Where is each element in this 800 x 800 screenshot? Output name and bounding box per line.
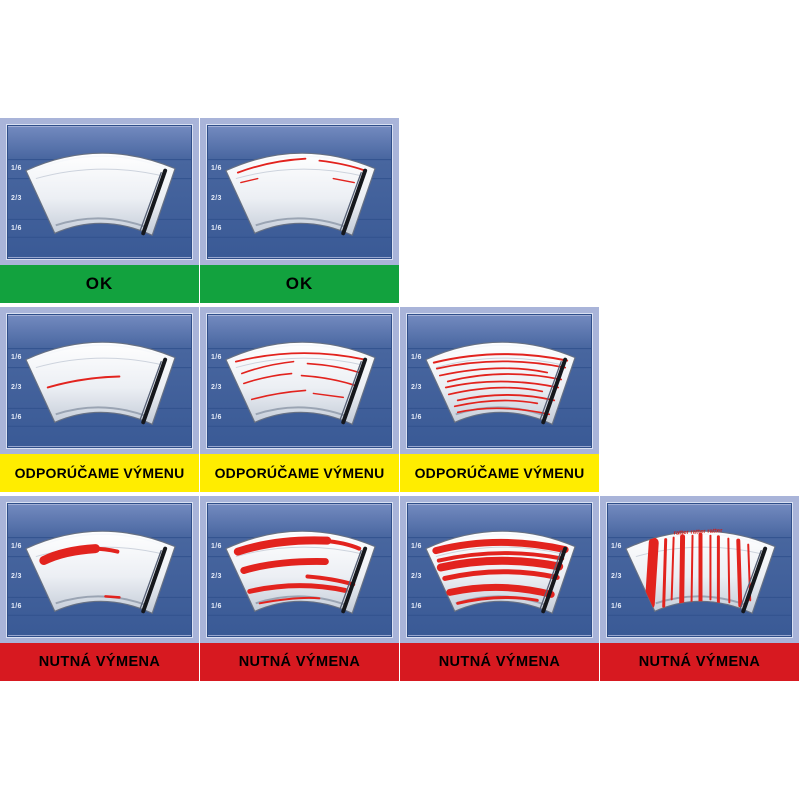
zone-label-middle: 2/3 bbox=[11, 384, 22, 391]
panel-frame: 1/6 2/3 1/6 bbox=[200, 496, 399, 643]
zone-label-bottom: 1/6 bbox=[11, 414, 22, 421]
zone-label-middle: 2/3 bbox=[211, 195, 222, 202]
wear-marks bbox=[46, 375, 121, 389]
status-label-replace: NUTNÁ VÝMENA bbox=[200, 643, 399, 681]
zone-label-middle: 2/3 bbox=[611, 573, 622, 580]
status-label-replace: NUTNÁ VÝMENA bbox=[0, 643, 199, 681]
panel-frame: 1/6 2/3 1/6 bbox=[0, 496, 199, 643]
wiper-wear-chart: 1/6 2/3 1/6 OK bbox=[0, 118, 800, 681]
zone-label-middle: 2/3 bbox=[211, 384, 222, 391]
panel-frame: 1/6 2/3 1/6 bbox=[400, 496, 599, 643]
zone-label-bottom: 1/6 bbox=[611, 603, 622, 610]
windshield-panel: ratter ratter ratter 1/6 2/3 1/6 bbox=[607, 503, 792, 637]
wear-marks bbox=[432, 538, 569, 605]
zone-label-top: 1/6 bbox=[211, 165, 222, 172]
windshield-graphic bbox=[8, 504, 191, 636]
status-label-recommend: ODPORÚČAME VÝMENU bbox=[400, 454, 599, 492]
wear-stage-cell: ratter ratter ratter 1/6 2/3 1/6 NUTNÁ V… bbox=[600, 496, 800, 681]
windshield-panel: 1/6 2/3 1/6 bbox=[7, 125, 192, 259]
row-recommend-replacement: 1/6 2/3 1/6 ODPORÚČAME VÝMENU bbox=[0, 307, 800, 492]
wear-marks bbox=[432, 353, 569, 416]
wear-marks bbox=[39, 544, 121, 599]
status-label-recommend: ODPORÚČAME VÝMENU bbox=[0, 454, 199, 492]
zone-label-bottom: 1/6 bbox=[11, 603, 22, 610]
panel-frame: 1/6 2/3 1/6 bbox=[200, 307, 399, 454]
windshield-panel: 1/6 2/3 1/6 bbox=[7, 503, 192, 637]
windshield-graphic bbox=[408, 504, 591, 636]
zone-label-bottom: 1/6 bbox=[411, 603, 422, 610]
zone-label-top: 1/6 bbox=[11, 543, 22, 550]
wear-marks bbox=[644, 532, 752, 612]
zone-label-bottom: 1/6 bbox=[211, 603, 222, 610]
status-label-recommend: ODPORÚČAME VÝMENU bbox=[200, 454, 399, 492]
panel-frame: 1/6 2/3 1/6 bbox=[200, 118, 399, 265]
zone-label-middle: 2/3 bbox=[411, 573, 422, 580]
wear-marks bbox=[236, 157, 367, 184]
windshield-panel: 1/6 2/3 1/6 bbox=[207, 125, 392, 259]
zone-label-top: 1/6 bbox=[11, 165, 22, 172]
zone-label-top: 1/6 bbox=[611, 543, 622, 550]
row-replacement-required: 1/6 2/3 1/6 NUTNÁ VÝMENA bbox=[0, 496, 800, 681]
zone-label-bottom: 1/6 bbox=[411, 414, 422, 421]
status-label-replace: NUTNÁ VÝMENA bbox=[400, 643, 599, 681]
windshield-panel: 1/6 2/3 1/6 bbox=[407, 314, 592, 448]
wear-stage-cell: 1/6 2/3 1/6 NUTNÁ VÝMENA bbox=[200, 496, 400, 681]
windshield-graphic bbox=[8, 315, 191, 447]
panel-frame: ratter ratter ratter 1/6 2/3 1/6 bbox=[600, 496, 799, 643]
zone-label-top: 1/6 bbox=[211, 543, 222, 550]
wear-marks bbox=[234, 352, 367, 401]
zone-label-top: 1/6 bbox=[411, 543, 422, 550]
wear-stage-cell: 1/6 2/3 1/6 ODPORÚČAME VÝMENU bbox=[400, 307, 600, 492]
windshield-panel: 1/6 2/3 1/6 bbox=[207, 503, 392, 637]
windshield-panel: 1/6 2/3 1/6 bbox=[7, 314, 192, 448]
wear-stage-cell: 1/6 2/3 1/6 ODPORÚČAME VÝMENU bbox=[0, 307, 200, 492]
zone-label-middle: 2/3 bbox=[211, 573, 222, 580]
zone-label-top: 1/6 bbox=[211, 354, 222, 361]
wear-marks bbox=[233, 536, 362, 605]
windshield-graphic bbox=[8, 126, 191, 258]
panel-frame: 1/6 2/3 1/6 bbox=[0, 307, 199, 454]
status-label-ok: OK bbox=[200, 265, 399, 303]
panel-frame: 1/6 2/3 1/6 bbox=[0, 118, 199, 265]
wear-stage-cell: 1/6 2/3 1/6 NUTNÁ VÝMENA bbox=[400, 496, 600, 681]
zone-label-top: 1/6 bbox=[11, 354, 22, 361]
windshield-graphic bbox=[208, 126, 391, 258]
panel-frame: 1/6 2/3 1/6 bbox=[400, 307, 599, 454]
wear-stage-cell: 1/6 2/3 1/6 OK bbox=[200, 118, 400, 303]
row-ok: 1/6 2/3 1/6 OK bbox=[0, 118, 800, 303]
zone-label-middle: 2/3 bbox=[411, 384, 422, 391]
windshield-panel: 1/6 2/3 1/6 bbox=[207, 314, 392, 448]
zone-label-bottom: 1/6 bbox=[11, 225, 22, 232]
zone-label-middle: 2/3 bbox=[11, 573, 22, 580]
status-label-ok: OK bbox=[0, 265, 199, 303]
status-label-replace: NUTNÁ VÝMENA bbox=[600, 643, 799, 681]
windshield-graphic: ratter ratter ratter bbox=[608, 504, 791, 636]
windshield-panel: 1/6 2/3 1/6 bbox=[407, 503, 592, 637]
wear-stage-cell: 1/6 2/3 1/6 ODPORÚČAME VÝMENU bbox=[200, 307, 400, 492]
windshield-graphic bbox=[208, 504, 391, 636]
zone-label-bottom: 1/6 bbox=[211, 414, 222, 421]
wear-stage-cell: 1/6 2/3 1/6 NUTNÁ VÝMENA bbox=[0, 496, 200, 681]
zone-label-middle: 2/3 bbox=[11, 195, 22, 202]
chatter-text: ratter ratter ratter bbox=[673, 528, 723, 537]
windshield-graphic bbox=[408, 315, 591, 447]
zone-label-bottom: 1/6 bbox=[211, 225, 222, 232]
windshield-graphic bbox=[208, 315, 391, 447]
wear-stage-cell: 1/6 2/3 1/6 OK bbox=[0, 118, 200, 303]
zone-label-top: 1/6 bbox=[411, 354, 422, 361]
